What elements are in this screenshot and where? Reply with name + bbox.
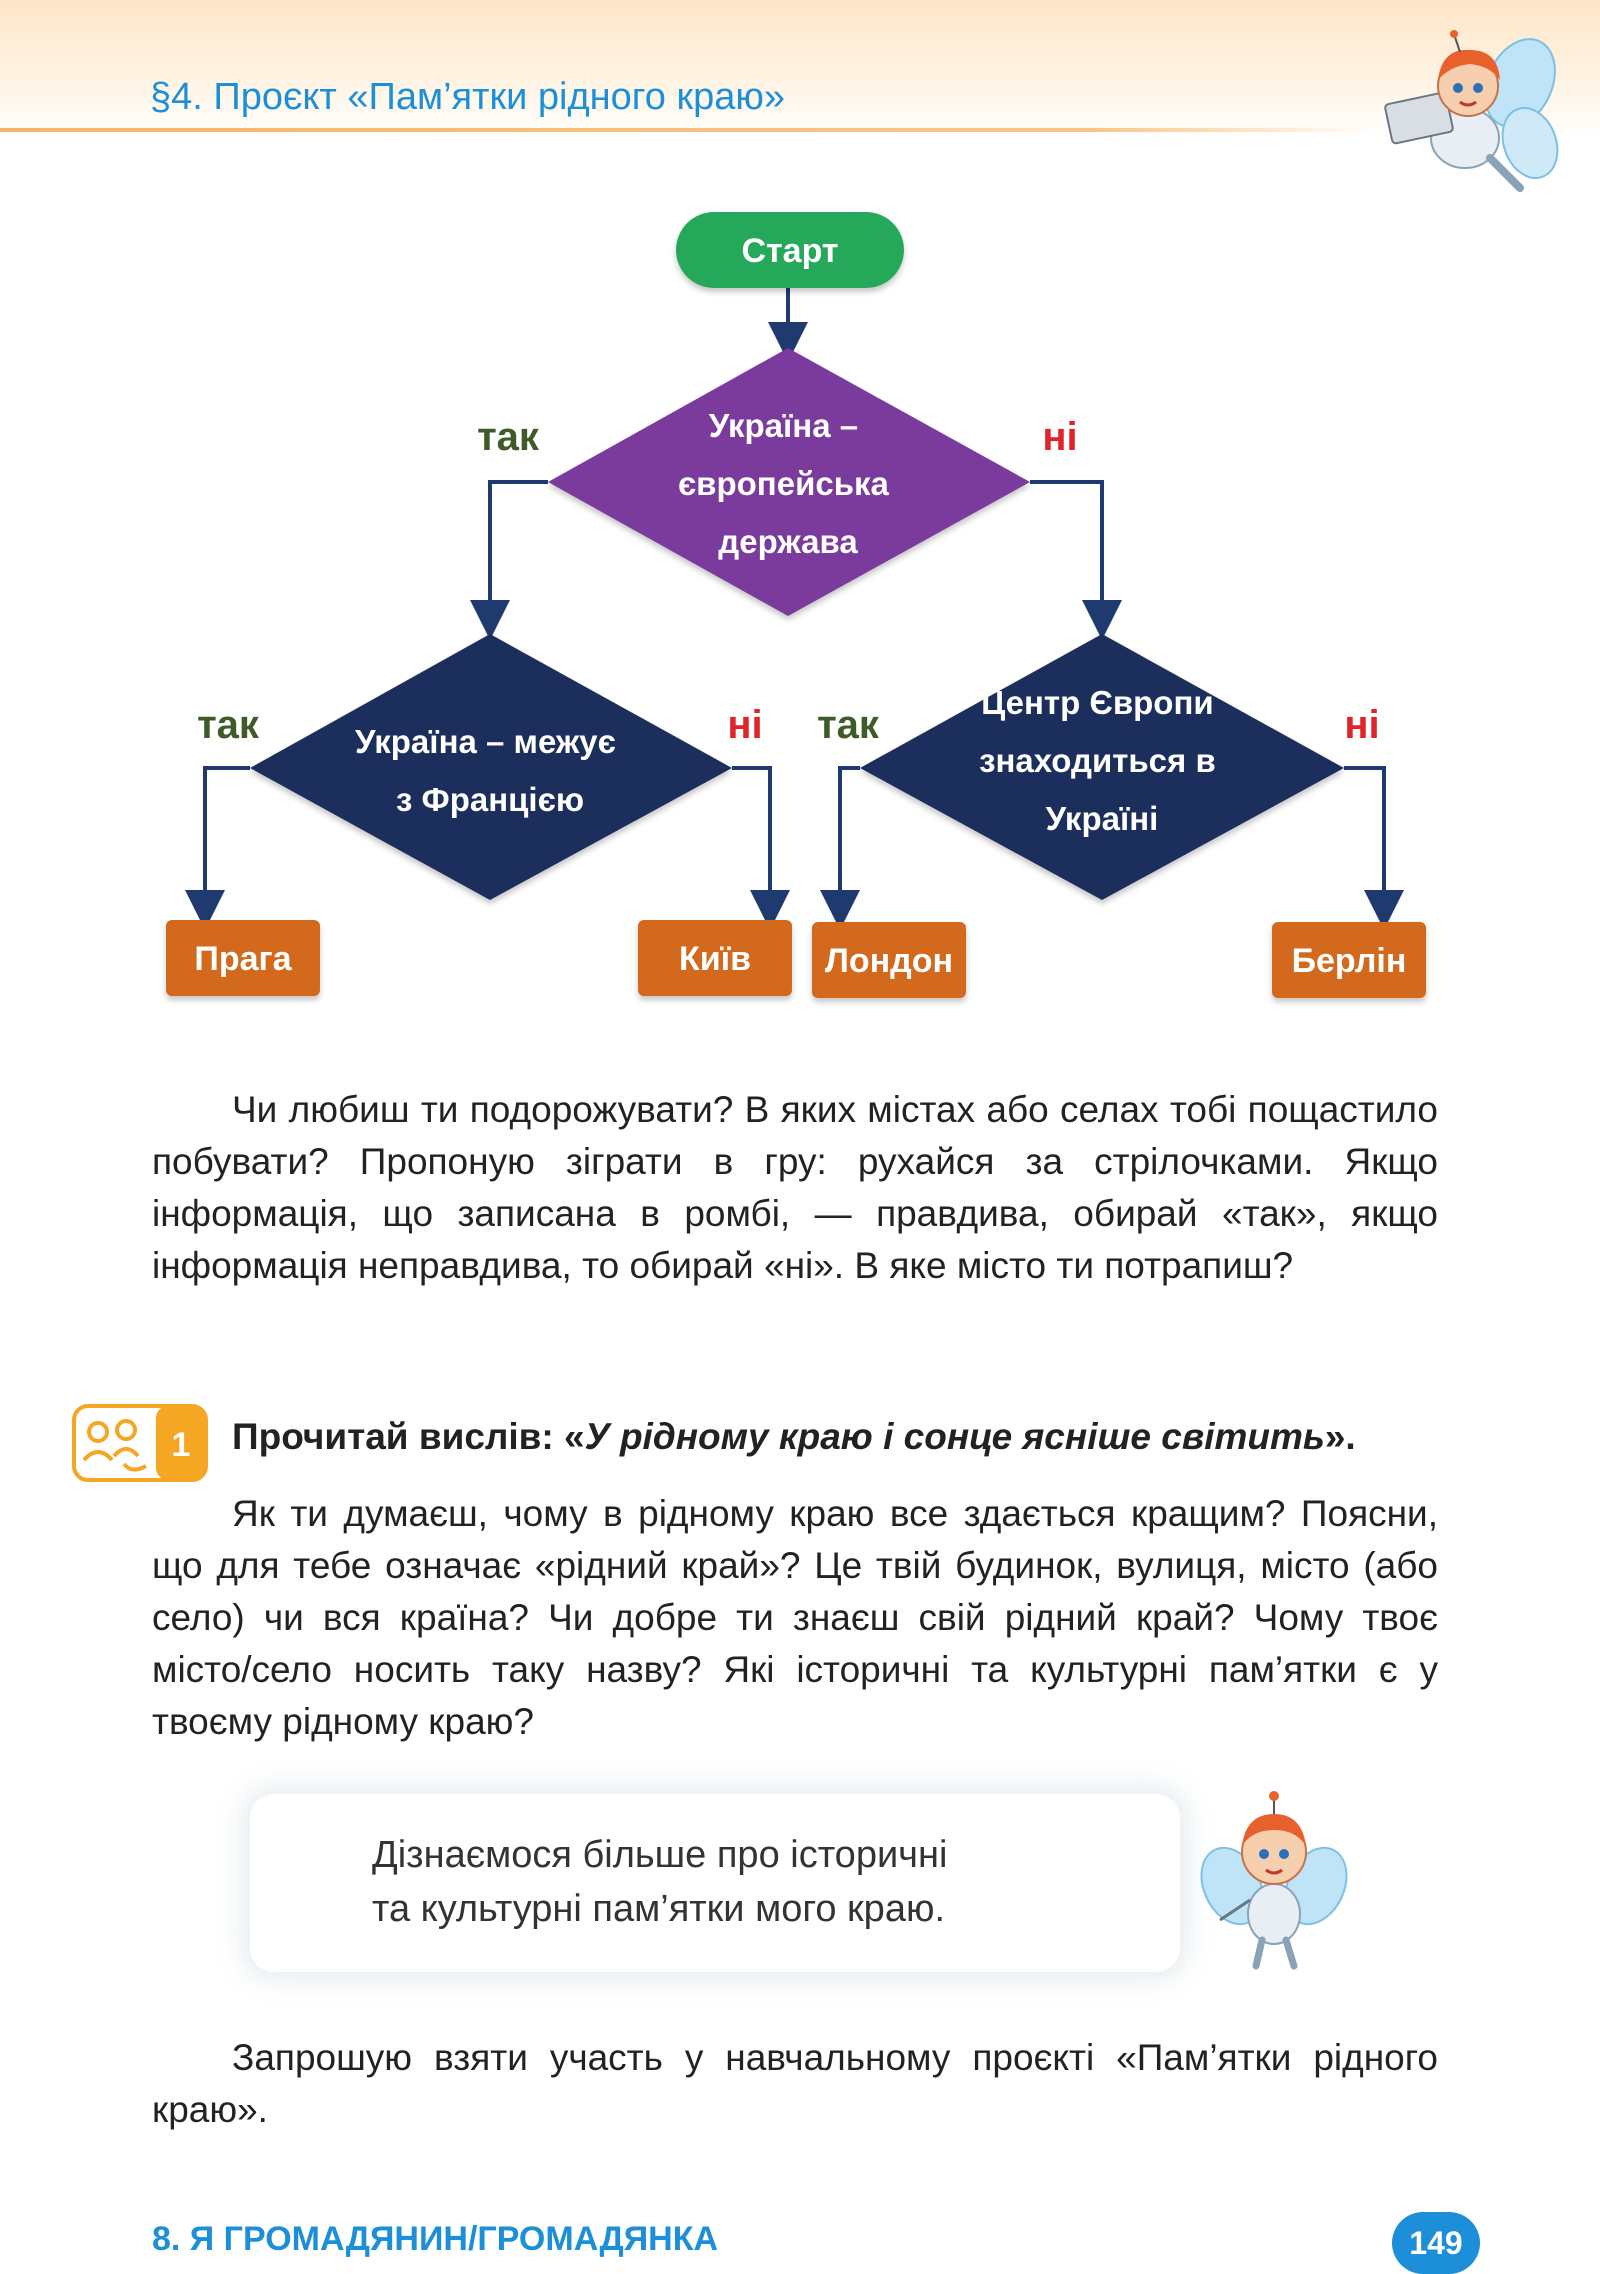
task-paragraph: Як ти думаєш, чому в рідному краю все зд… (152, 1488, 1438, 1748)
speech-bubble-text: Дізнаємося більше про історичні та культ… (372, 1828, 1072, 1936)
header-band (0, 0, 1600, 140)
outcome-d-label: Берлін (1292, 942, 1407, 980)
section-title: §4. Проєкт «Пам’ятки рідного краю» (150, 76, 785, 119)
arrow-q1-yes (490, 482, 548, 620)
arrow-q3-no (1344, 768, 1384, 910)
task-number: 1 (172, 1426, 191, 1464)
speech-bubble-line-1: Дізнаємося більше про історичні (372, 1828, 1072, 1882)
q3-yes-label: так (817, 703, 880, 747)
outcome-a-label: Прага (194, 940, 292, 978)
invite-paragraph-text: Запрошую взяти участь у навчальному проє… (152, 2032, 1438, 2136)
start-label: Старт (741, 232, 838, 270)
q1-yes-label: так (477, 415, 540, 459)
speech-bubble-line-2: та культурні пам’ятки мого краю. (372, 1882, 1072, 1936)
q2-line-2: з Францією (396, 781, 584, 818)
arrow-q1-no (1030, 482, 1102, 620)
q3-line-1: Центр Європи (981, 684, 1214, 721)
intro-paragraph: Чи любиш ти подорожувати? В яких містах … (152, 1084, 1438, 1292)
invite-paragraph: Запрошую взяти участь у навчальному проє… (152, 2032, 1438, 2136)
page-number: 149 (1392, 2212, 1480, 2274)
task-heading: Прочитай вислів: «У рідному краю і сонце… (232, 1416, 1442, 1458)
fairy-laptop-mascot-icon (1370, 28, 1560, 203)
flowchart: Старт Україна – європейська держава так … (0, 200, 1600, 1020)
arrow-q2-yes (205, 768, 250, 910)
header-divider (0, 128, 1370, 132)
footer-section-title: 8. Я ГРОМАДЯНИН/ГРОМАДЯНКА (152, 2220, 718, 2259)
arrow-q3-yes (840, 768, 860, 910)
decision-q2 (250, 634, 732, 900)
arrow-q2-no (732, 768, 770, 910)
q3-line-3: Україні (1046, 800, 1159, 837)
q1-line-1: Україна – (709, 407, 858, 444)
group-discussion-icon: 1 (72, 1404, 208, 1482)
q2-yes-label: так (197, 703, 260, 747)
q2-no-label: ні (727, 703, 762, 747)
task-paragraph-text: Як ти думаєш, чому в рідному краю все зд… (152, 1488, 1438, 1748)
outcome-c-label: Лондон (825, 942, 953, 980)
task-lead: Прочитай вислів: « (232, 1416, 585, 1457)
q2-line-1: Україна – межує (355, 723, 616, 760)
task-quote: У рідному краю і сонце ясніше світить (585, 1416, 1325, 1457)
q3-no-label: ні (1344, 703, 1379, 747)
q1-no-label: ні (1042, 415, 1077, 459)
q1-line-3: держава (718, 523, 858, 560)
outcome-nodes (166, 920, 1426, 998)
intro-paragraph-text: Чи любиш ти подорожувати? В яких містах … (152, 1084, 1438, 1292)
fairy-mascot-icon (1190, 1790, 1350, 1975)
task-tail: ». (1325, 1416, 1356, 1457)
q3-line-2: знаходиться в (979, 742, 1216, 779)
outcome-b-label: Київ (679, 940, 751, 978)
q1-line-2: європейська (678, 465, 890, 502)
